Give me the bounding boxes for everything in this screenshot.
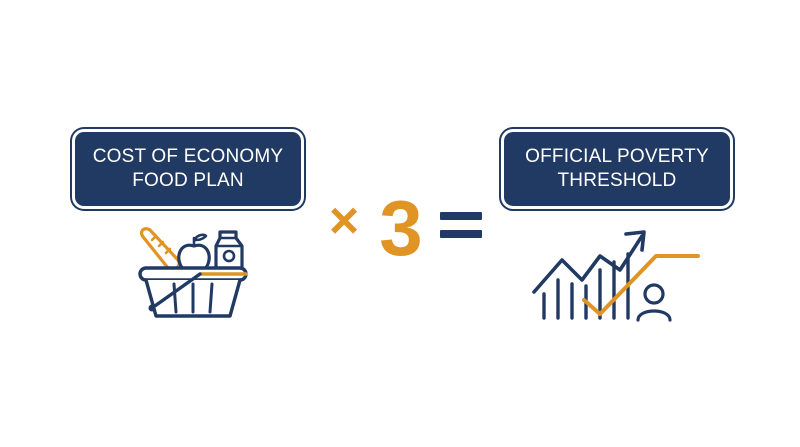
multiplier-number: 3 — [379, 184, 423, 272]
grocery-basket-icon — [138, 227, 248, 318]
right-label-line-2: THRESHOLD — [557, 170, 677, 191]
equals-bar-top — [440, 212, 482, 220]
multiply-sign: × — [328, 192, 360, 250]
official-poverty-threshold-label: OFFICIAL POVERTY THRESHOLD — [501, 129, 733, 209]
rising-chart-person-icon — [532, 230, 700, 322]
equals-bar-bottom — [440, 230, 482, 238]
right-label-line-1: OFFICIAL POVERTY — [525, 146, 709, 167]
cost-of-economy-food-plan-label: COST OF ECONOMY FOOD PLAN — [72, 129, 304, 209]
left-label-line-2: FOOD PLAN — [132, 170, 244, 191]
left-label-line-1: COST OF ECONOMY — [92, 146, 284, 167]
equals-sign — [440, 212, 482, 238]
